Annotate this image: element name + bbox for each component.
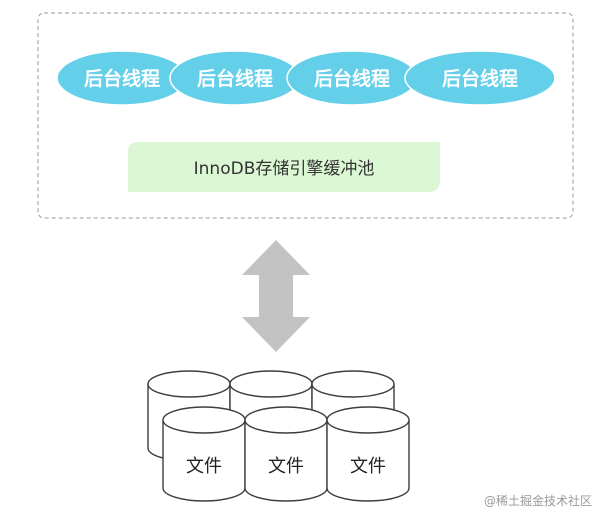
file-disk-row — [162, 406, 410, 502]
back-disk-2-top — [229, 370, 313, 398]
file-disk-1-top — [162, 406, 246, 434]
thread-label-3: 后台线程 — [314, 67, 390, 90]
file-label-2: 文件 — [268, 456, 304, 477]
back-disk-1-top — [147, 370, 231, 398]
buffer-pool-label: InnoDB存储引擎缓冲池 — [194, 159, 375, 179]
bidirectional-arrow-icon — [242, 240, 310, 352]
thread-label-4: 后台线程 — [442, 67, 518, 90]
file-disk-3-body — [326, 420, 410, 502]
file-label-3: 文件 — [350, 456, 386, 477]
thread-label-1: 后台线程 — [84, 67, 160, 90]
file-disk-2-top — [244, 406, 328, 434]
watermark: @稀土掘金技术社区 — [484, 493, 592, 508]
buffer-pool-shape — [128, 142, 440, 192]
file-disk-2-body — [244, 420, 328, 502]
back-disk-3-top — [311, 370, 395, 398]
thread-label-2: 后台线程 — [197, 67, 273, 90]
file-disk-3-top — [326, 406, 410, 434]
file-label-1: 文件 — [186, 456, 222, 477]
memory-area-frame — [37, 12, 574, 219]
thread-group: 后台线程 后台线程 后台线程 后台线程 — [56, 50, 556, 106]
thread-ellipse-4 — [404, 50, 556, 106]
file-disk-1-body — [162, 420, 246, 502]
